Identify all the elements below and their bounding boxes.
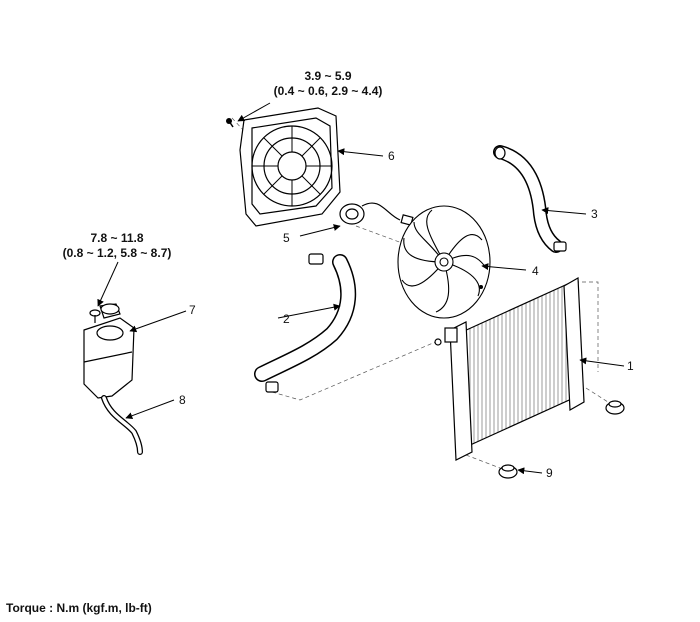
torque-spec-reservoir: 7.8 ~ 11.8 (0.8 ~ 1.2, 5.8 ~ 8.7): [63, 231, 172, 261]
callout-9: 9: [546, 466, 553, 480]
callout-leaders: [97, 102, 625, 475]
callout-3: 3: [591, 207, 598, 221]
callout-5: 5: [283, 231, 290, 245]
lower-hose-part-2: [254, 253, 357, 393]
mount-bushing-part-9: [498, 400, 625, 479]
torque-alt-fan-shroud: (0.4 ~ 0.6, 2.9 ~ 4.4): [273, 84, 383, 98]
fan-shroud-part-6: [239, 107, 341, 227]
callout-2: 2: [283, 312, 290, 326]
fan-screw-icon: [479, 285, 483, 289]
torque-spec-fan-shroud: 3.9 ~ 5.9 (0.4 ~ 0.6, 2.9 ~ 4.4): [274, 69, 383, 99]
torque-alt-reservoir: (0.8 ~ 1.2, 5.8 ~ 8.7): [62, 246, 172, 260]
reservoir-bolt-icon: [89, 309, 101, 323]
fan-motor-part-5: [339, 202, 414, 226]
callout-4: 4: [532, 264, 539, 278]
coolant-reservoir-part-7: [83, 303, 135, 399]
overflow-hose-part-8: [101, 395, 143, 455]
cooling-fan-part-4: [397, 205, 491, 319]
torque-value-reservoir: 7.8 ~ 11.8: [90, 231, 144, 245]
upper-hose-part-3: [493, 145, 567, 253]
callout-8: 8: [179, 393, 186, 407]
shroud-bolt-icon: [226, 118, 234, 128]
callout-6: 6: [388, 149, 395, 163]
torque-unit-footnote: Torque : N.m (kgf.m, lb-ft): [6, 601, 152, 615]
torque-value-fan-shroud: 3.9 ~ 5.9: [304, 69, 352, 83]
callout-1: 1: [627, 359, 634, 373]
callout-7: 7: [189, 303, 196, 317]
radiator-part-1: [434, 276, 585, 461]
